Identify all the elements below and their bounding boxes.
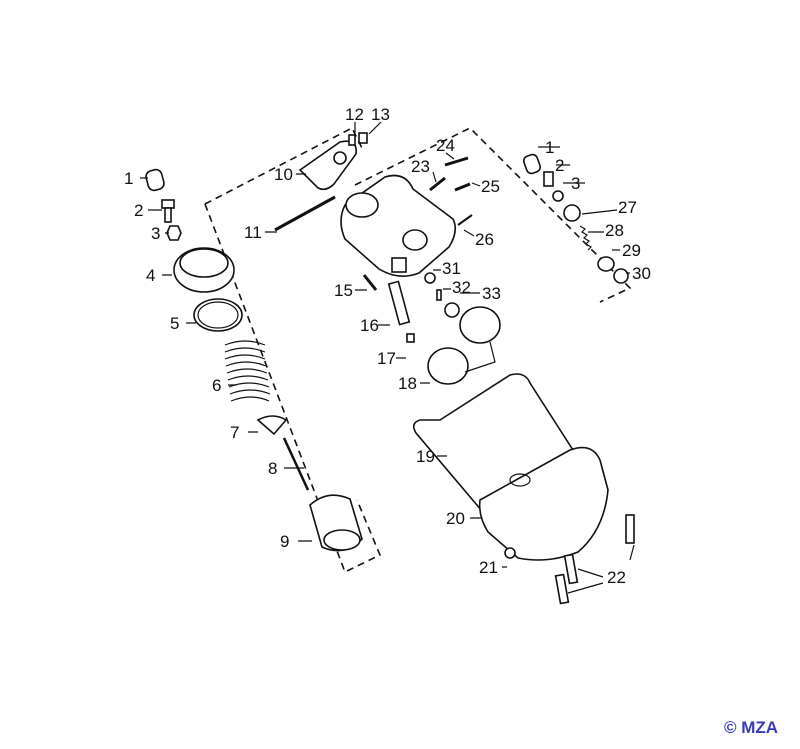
part-21-screw	[504, 547, 516, 559]
part-20-float-bowl	[478, 446, 609, 561]
label-20: 20	[446, 509, 465, 528]
label-26: 26	[475, 230, 494, 249]
label-8: 8	[268, 459, 277, 478]
label-10: 10	[274, 165, 293, 184]
label-18: 18	[398, 374, 417, 393]
label-32: 32	[452, 278, 471, 297]
part-18-float	[427, 306, 501, 385]
right-group-outline	[354, 127, 632, 303]
part-15-screw	[362, 274, 378, 291]
label-16: 16	[360, 316, 379, 335]
label-15: 15	[334, 281, 353, 300]
label-22: 22	[607, 568, 626, 587]
part-12-13-screws	[348, 132, 368, 146]
part-1-cap	[145, 168, 165, 192]
part-17-jet	[406, 333, 415, 343]
label-1: 1	[124, 169, 133, 188]
part-22-screws	[554, 514, 635, 605]
part-6-spring	[224, 340, 271, 402]
label-30: 30	[632, 264, 651, 283]
label-4: 4	[146, 266, 155, 285]
label-28: 28	[605, 221, 624, 240]
carburetor-body	[340, 174, 457, 277]
label-9: 9	[280, 532, 289, 551]
label-11: 11	[244, 223, 262, 242]
part-11-screw	[274, 195, 336, 232]
label-1-right: 1	[545, 138, 554, 157]
label-3-right: 3	[571, 174, 580, 193]
label-31: 31	[442, 259, 461, 278]
part-7-clip	[256, 415, 288, 436]
part-10-bracket	[298, 140, 357, 191]
label-19: 19	[416, 447, 435, 466]
part-2-screw	[161, 199, 175, 223]
part-9-slide	[309, 494, 363, 552]
label-23: 23	[411, 157, 430, 176]
parts-31-33	[424, 272, 460, 318]
label-3: 3	[151, 224, 160, 243]
label-33: 33	[482, 284, 501, 303]
left-group-outline-2	[204, 203, 382, 574]
part-16-jet	[387, 280, 411, 326]
part-5-o-ring	[193, 298, 243, 332]
leader-lines	[140, 121, 635, 594]
label-21: 21	[479, 558, 498, 577]
label-25: 25	[481, 177, 500, 196]
label-17: 17	[377, 349, 396, 368]
part-8-needle	[282, 437, 310, 491]
label-12: 12	[345, 105, 364, 124]
label-24: 24	[436, 136, 455, 155]
copyright-text: © MZA	[724, 718, 779, 737]
label-13: 13	[371, 105, 390, 124]
part-4-top-cover	[173, 247, 235, 293]
label-29: 29	[622, 241, 641, 260]
label-5: 5	[170, 314, 179, 333]
label-7: 7	[230, 423, 239, 442]
label-27: 27	[618, 198, 637, 217]
label-2-right: 2	[555, 156, 564, 175]
label-2: 2	[134, 201, 143, 220]
part-3-nut	[166, 225, 182, 241]
right-choke-parts	[522, 153, 629, 284]
parts-23-26-pins	[429, 156, 473, 226]
label-6: 6	[212, 376, 221, 395]
